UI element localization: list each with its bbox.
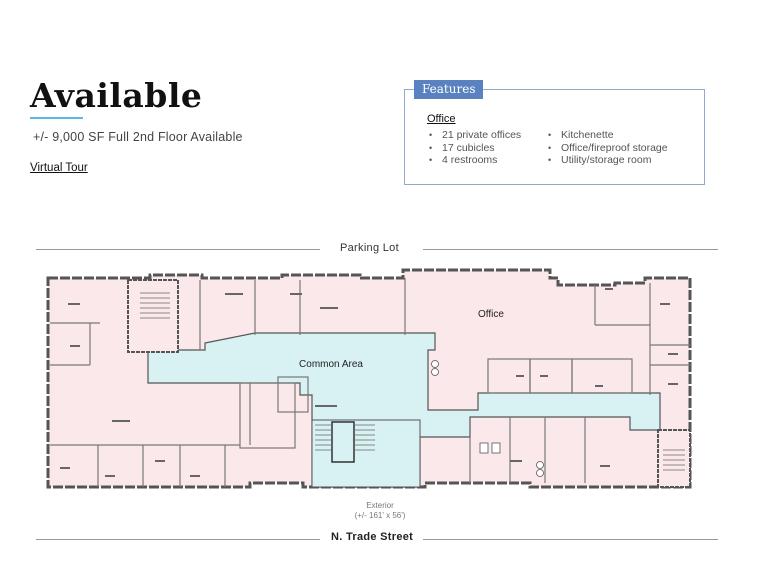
features-tab-label: Features xyxy=(414,80,484,99)
office-area-label: Office xyxy=(478,309,504,320)
title-underline xyxy=(30,117,83,119)
feature-item: Office/fireproof storage xyxy=(547,142,668,155)
parking-lot-line-left xyxy=(36,249,320,250)
feature-item: 17 cubicles xyxy=(428,142,521,155)
features-list-left: 21 private offices 17 cubicles 4 restroo… xyxy=(428,129,521,167)
common-area-corridor xyxy=(147,332,661,488)
virtual-tour-link[interactable]: Virtual Tour xyxy=(30,162,88,174)
exterior-caption: Exterior (+/- 161' x 56') xyxy=(330,501,430,521)
common-area-label: Common Area xyxy=(299,359,363,370)
availability-subtitle: +/- 9,000 SF Full 2nd Floor Available xyxy=(33,130,243,144)
features-list-right: Kitchenette Office/fireproof storage Uti… xyxy=(547,129,668,167)
feature-item: Kitchenette xyxy=(547,129,668,142)
exterior-dimensions: (+/- 161' x 56') xyxy=(354,511,406,520)
parking-lot-line-right xyxy=(423,249,718,250)
floor-plan: Office Common Area xyxy=(46,268,692,489)
feature-item: 21 private offices xyxy=(428,129,521,142)
feature-item: 4 restrooms xyxy=(428,154,521,167)
exterior-label: Exterior xyxy=(366,501,394,510)
feature-item: Utility/storage room xyxy=(547,154,668,167)
page-title: Available xyxy=(30,76,203,115)
features-section-heading: Office xyxy=(427,113,456,125)
trade-street-line-left xyxy=(36,539,320,540)
trade-street-line-right xyxy=(423,539,718,540)
trade-street-label: N. Trade Street xyxy=(325,531,420,543)
parking-lot-label: Parking Lot xyxy=(334,242,405,254)
